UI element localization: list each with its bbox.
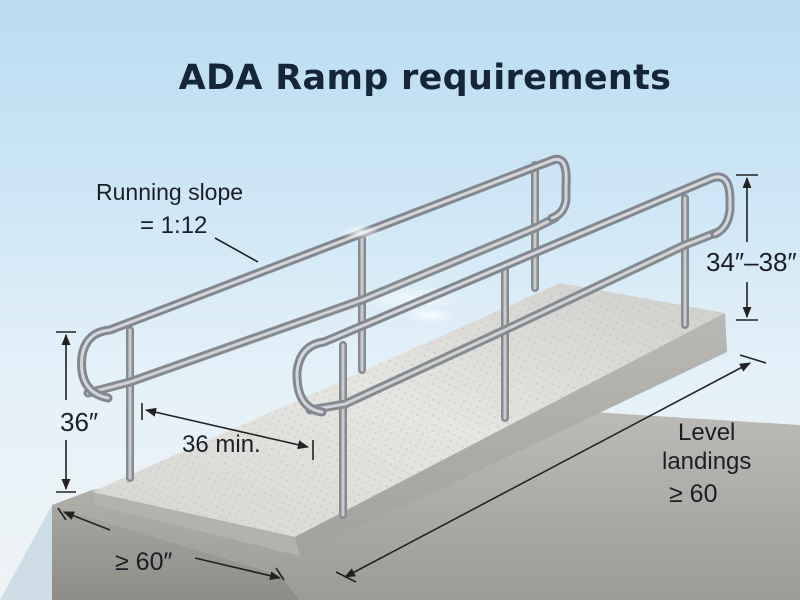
running-slope-leader <box>214 237 259 263</box>
bottom-length-arrow <box>62 511 111 531</box>
handrail-height-label: 34″–38″ <box>706 247 797 277</box>
dimension-lines <box>56 174 767 583</box>
bottom-length-label: ≥ 60″ <box>115 548 173 576</box>
landing-length-arrow <box>344 362 751 578</box>
clear-width-label: 36 min. <box>182 431 261 458</box>
left-handrail <box>77 154 571 482</box>
running-slope-label: Running slope <box>96 179 244 205</box>
landing-label-line2: landings <box>662 448 752 475</box>
right-handrail <box>292 172 735 519</box>
landing-value-label: ≥ 60 <box>669 480 718 508</box>
page-title: ADA Ramp requirements <box>178 58 672 98</box>
running-slope-value: = 1:12 <box>140 212 208 239</box>
vertical-36-label: 36″ <box>60 407 99 437</box>
landing-label-line1: Level <box>678 419 736 446</box>
clear-width-arrow <box>144 407 310 450</box>
